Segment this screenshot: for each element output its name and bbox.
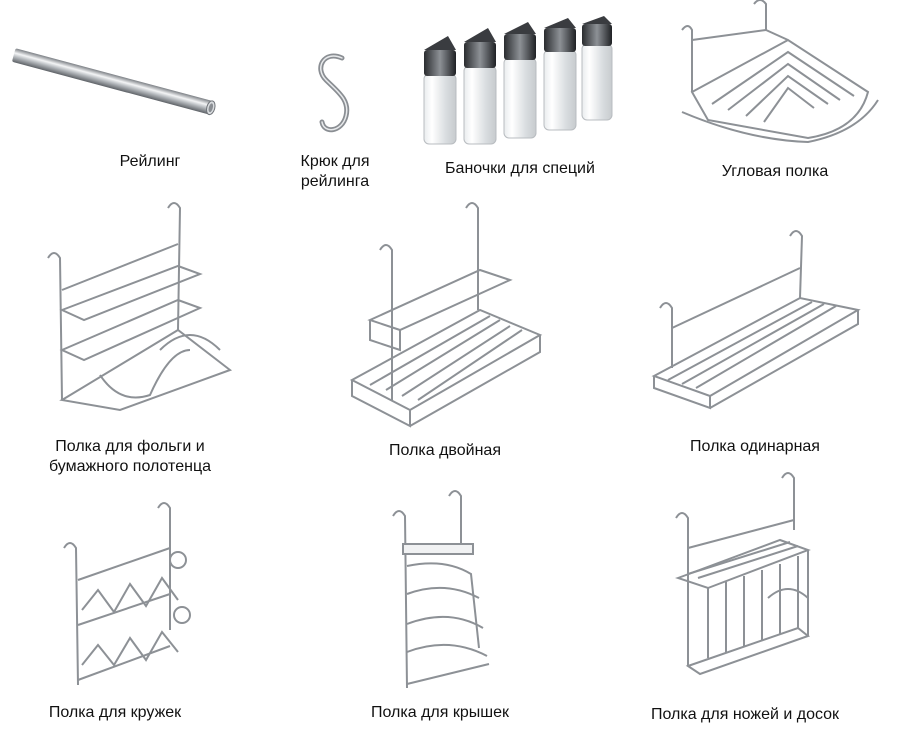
product-label: Полка двойная — [389, 442, 501, 459]
corner-shelf-icon — [668, 0, 888, 150]
product-label-line-1: Крюк для — [300, 153, 370, 170]
product-label-line-2: бумажного полотенца — [48, 458, 211, 475]
single-shelf-icon — [650, 228, 865, 418]
product-label-line-1: Полка для фольги и — [55, 438, 205, 455]
spice-jars-icon — [418, 14, 618, 154]
product-label: Рейлинг — [119, 153, 181, 170]
lid-shelf-icon — [385, 488, 505, 693]
product-label: Угловая полка — [721, 163, 829, 180]
foil-towel-shelf-icon — [40, 200, 240, 415]
product-label: Полка для кружек — [48, 704, 182, 721]
s-hook-icon — [304, 50, 369, 140]
product-label: Баночки для специй — [445, 160, 595, 177]
product-label: Полка для ножей и досок — [650, 706, 840, 723]
product-label-line-2: рейлинга — [300, 173, 370, 190]
double-shelf-icon — [349, 200, 550, 430]
product-label: Полка одинарная — [690, 438, 820, 455]
product-label: Полка для крышек — [371, 704, 509, 721]
mug-shelf-icon — [58, 500, 208, 690]
knife-board-shelf-icon — [668, 470, 828, 680]
rail-tube-icon — [12, 44, 219, 134]
